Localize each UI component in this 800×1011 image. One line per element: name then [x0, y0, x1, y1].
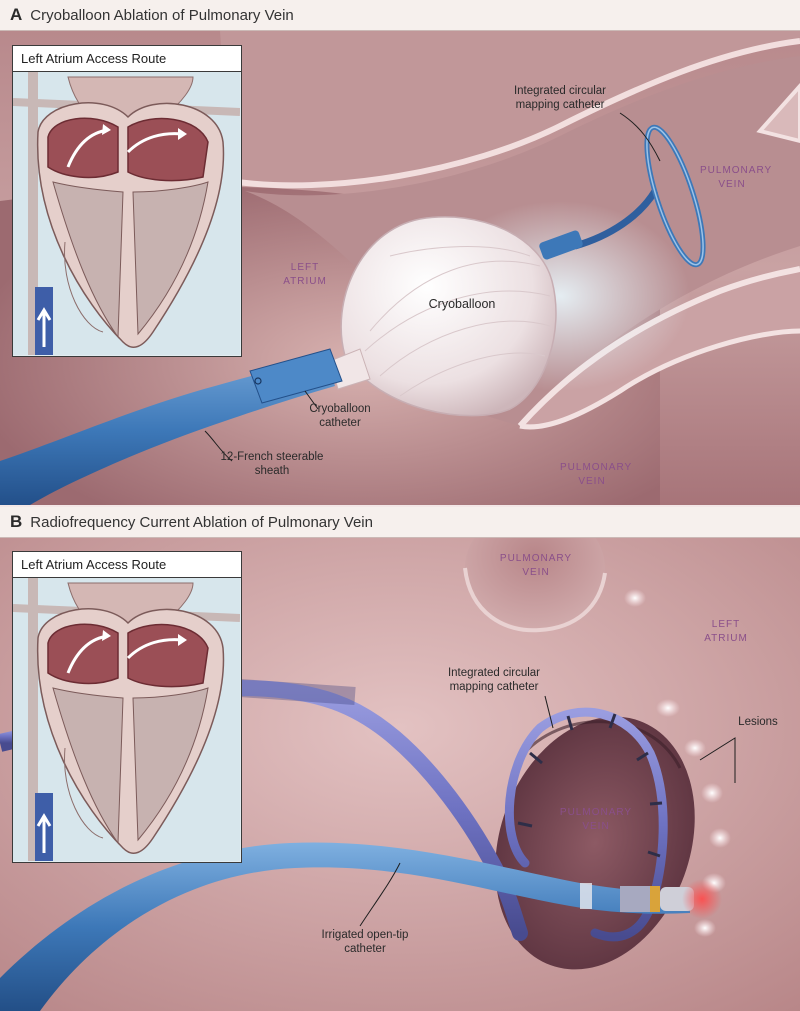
- panel-b-inset: Left Atrium Access Route: [12, 551, 242, 863]
- panel-b-title: Radiofrequency Current Ablation of Pulmo…: [30, 513, 373, 531]
- heart-cross-section-icon: [13, 578, 240, 861]
- lesions: [624, 589, 731, 937]
- label-a-mapping-catheter: Integrated circular mapping catheter: [513, 85, 607, 112]
- heart-cross-section-icon: [13, 72, 240, 355]
- panel-b-letter: B: [10, 512, 23, 531]
- label-steerable-sheath: 12-French steerable sheath: [220, 451, 324, 478]
- label-irrigated-catheter: Irrigated open-tip catheter: [321, 929, 409, 956]
- label-cryoballoon: Cryoballoon: [428, 297, 496, 311]
- label-b-mapping-catheter: Integrated circular mapping catheter: [447, 667, 541, 694]
- panel-a-header: A Cryoballoon Ablation of Pulmonary Vein: [0, 0, 800, 31]
- panel-a-inset: Left Atrium Access Route: [12, 45, 242, 357]
- label-cryoballoon-catheter: Cryoballoon catheter: [309, 403, 371, 430]
- panel-b-illustration: PULMONARY VEIN LEFT ATRIUM Integrated ci…: [0, 538, 800, 1011]
- panel-b-header: B Radiofrequency Current Ablation of Pul…: [0, 507, 800, 538]
- label-a-pulmonary-vein-top: PULMONARY VEIN: [700, 165, 773, 190]
- label-a-left-atrium: LEFT ATRIUM: [283, 262, 327, 287]
- label-b-left-atrium: LEFT ATRIUM: [704, 619, 748, 644]
- panel-a-inset-title: Left Atrium Access Route: [13, 46, 241, 72]
- panel-b-inset-title: Left Atrium Access Route: [13, 552, 241, 578]
- panel-a-letter: A: [10, 5, 23, 24]
- label-b-pulmonary-vein-center: PULMONARY VEIN: [559, 807, 633, 832]
- label-lesions: Lesions: [738, 716, 778, 728]
- label-b-pulmonary-vein-top: PULMONARY VEIN: [499, 553, 573, 578]
- label-a-pulmonary-vein-bottom: PULMONARY VEIN: [560, 462, 633, 487]
- panel-a-illustration: Integrated circular mapping catheter PUL…: [0, 31, 800, 505]
- panel-a-title: Cryoballoon Ablation of Pulmonary Vein: [30, 6, 294, 24]
